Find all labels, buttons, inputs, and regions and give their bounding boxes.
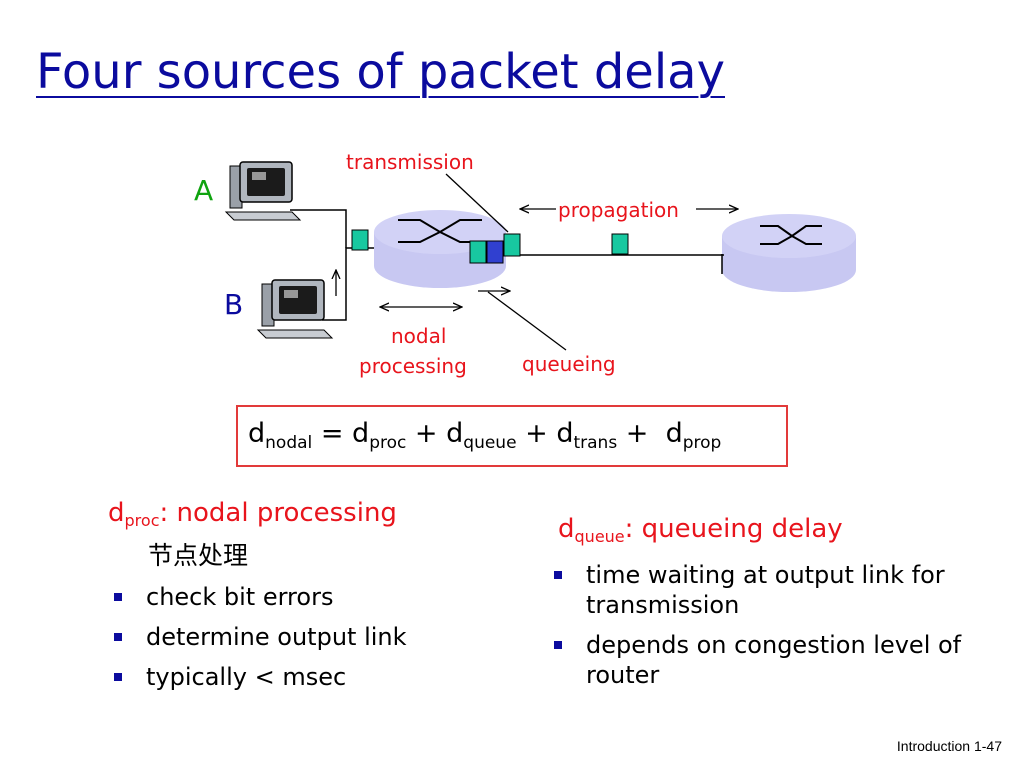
packet-delay-diagram bbox=[224, 161, 856, 351]
router-2-icon bbox=[721, 214, 856, 292]
arriving-packet bbox=[351, 229, 369, 251]
page-title: Four sources of packet delay bbox=[36, 44, 725, 100]
nodal-label: nodal bbox=[391, 324, 447, 348]
list-item: check bit errors bbox=[108, 582, 468, 612]
dproc-heading: dproc: nodal processing bbox=[108, 498, 397, 530]
slide-footer: Introduction 1-47 bbox=[896, 738, 1002, 754]
dqueue-heading: dqueue: queueing delay bbox=[558, 514, 843, 546]
queued-packet-2 bbox=[486, 240, 504, 264]
list-item: depends on congestion level of router bbox=[548, 630, 968, 690]
host-a-label: A bbox=[194, 174, 214, 207]
queueing-label: queueing bbox=[522, 352, 616, 376]
transmission-pointer bbox=[445, 173, 509, 233]
dqueue-list: time waiting at output link for transmis… bbox=[548, 560, 968, 700]
link-a bbox=[290, 209, 347, 248]
propagating-packet bbox=[611, 233, 629, 255]
processing-label: processing bbox=[359, 354, 467, 378]
queued-packet-1 bbox=[469, 240, 487, 264]
formula-box bbox=[236, 405, 788, 467]
link-b bbox=[322, 247, 378, 321]
transmission-label: transmission bbox=[346, 150, 474, 174]
list-item: typically < msec bbox=[108, 662, 468, 692]
list-item: determine output link bbox=[108, 622, 468, 652]
dproc-list: check bit errors determine output link t… bbox=[108, 582, 468, 702]
chinese-label: 节点处理 bbox=[148, 541, 249, 570]
computer-b-icon bbox=[256, 279, 334, 339]
list-item: time waiting at output link for transmis… bbox=[548, 560, 968, 620]
queueing-pointer bbox=[487, 291, 567, 351]
host-b-label: B bbox=[224, 288, 244, 321]
computer-a-icon bbox=[224, 161, 302, 221]
nodal-delay-formula: dnodal = dproc + dqueue + dtrans + dprop bbox=[248, 418, 722, 453]
transmitting-packet bbox=[503, 233, 521, 257]
propagation-label: propagation bbox=[558, 198, 679, 222]
